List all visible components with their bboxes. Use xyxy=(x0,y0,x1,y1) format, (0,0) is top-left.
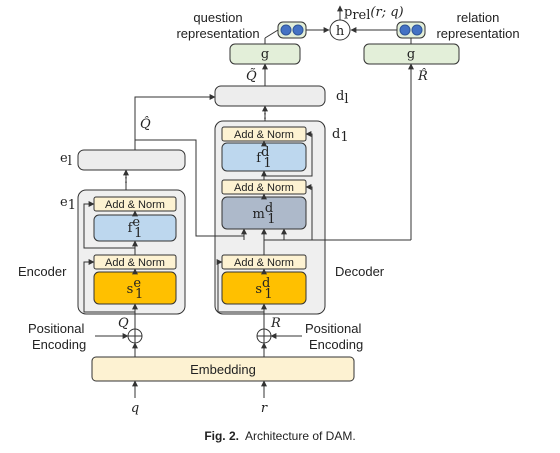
r-lower-label: r xyxy=(261,401,268,416)
q-hat-label: Q̂ xyxy=(140,116,151,132)
g-right-label: g xyxy=(407,47,415,62)
embedding-box xyxy=(91,356,355,382)
question-rep-line2: representation xyxy=(176,26,259,41)
r-hat-label: R̂ xyxy=(417,68,428,84)
embedding-label: Embedding xyxy=(190,362,256,377)
decoder-dl-label: dl xyxy=(336,89,349,107)
encoder-add-norm-1-label: Add & Norm xyxy=(105,257,165,269)
encoder-e1-label: e1 xyxy=(60,195,76,213)
question-vector-icon xyxy=(277,21,307,39)
decoder-name: Decoder xyxy=(335,264,385,279)
relation-rep-line1: relation xyxy=(457,10,500,25)
q-tilde-label: Q̃ xyxy=(246,68,257,84)
encoder-add-norm-2-label: Add & Norm xyxy=(105,199,165,211)
g-left-label: g xyxy=(261,47,269,62)
output-label: prel(r; q) xyxy=(344,5,404,23)
decoder-d1-label: d1 xyxy=(332,127,349,145)
h-node-label: h xyxy=(336,24,345,39)
decoder-top-layer xyxy=(214,85,326,107)
pos-enc-left-line2: Encoding xyxy=(32,337,86,352)
decoder-add-norm-3-label: Add & Norm xyxy=(234,129,294,141)
encoder-el-label: el xyxy=(60,151,72,169)
decoder-add-norm-2-label: Add & Norm xyxy=(234,182,294,194)
r-upper-label: R xyxy=(270,316,281,331)
relation-rep-line2: representation xyxy=(436,26,519,41)
pos-enc-left-line1: Positional xyxy=(28,321,84,336)
pos-enc-right-line2: Encoding xyxy=(309,337,363,352)
q-upper-label: Q xyxy=(118,316,129,331)
encoder-name: Encoder xyxy=(18,264,67,279)
q-lower-label: q xyxy=(131,401,139,416)
decoder-add-norm-1-label: Add & Norm xyxy=(234,257,294,269)
relation-vector-icon xyxy=(396,21,426,39)
encoder-top-layer xyxy=(77,149,186,171)
pos-enc-right-line1: Positional xyxy=(305,321,361,336)
figure-caption: Fig. 2.Architecture of DAM. xyxy=(204,429,355,443)
question-rep-line1: question xyxy=(193,10,242,25)
